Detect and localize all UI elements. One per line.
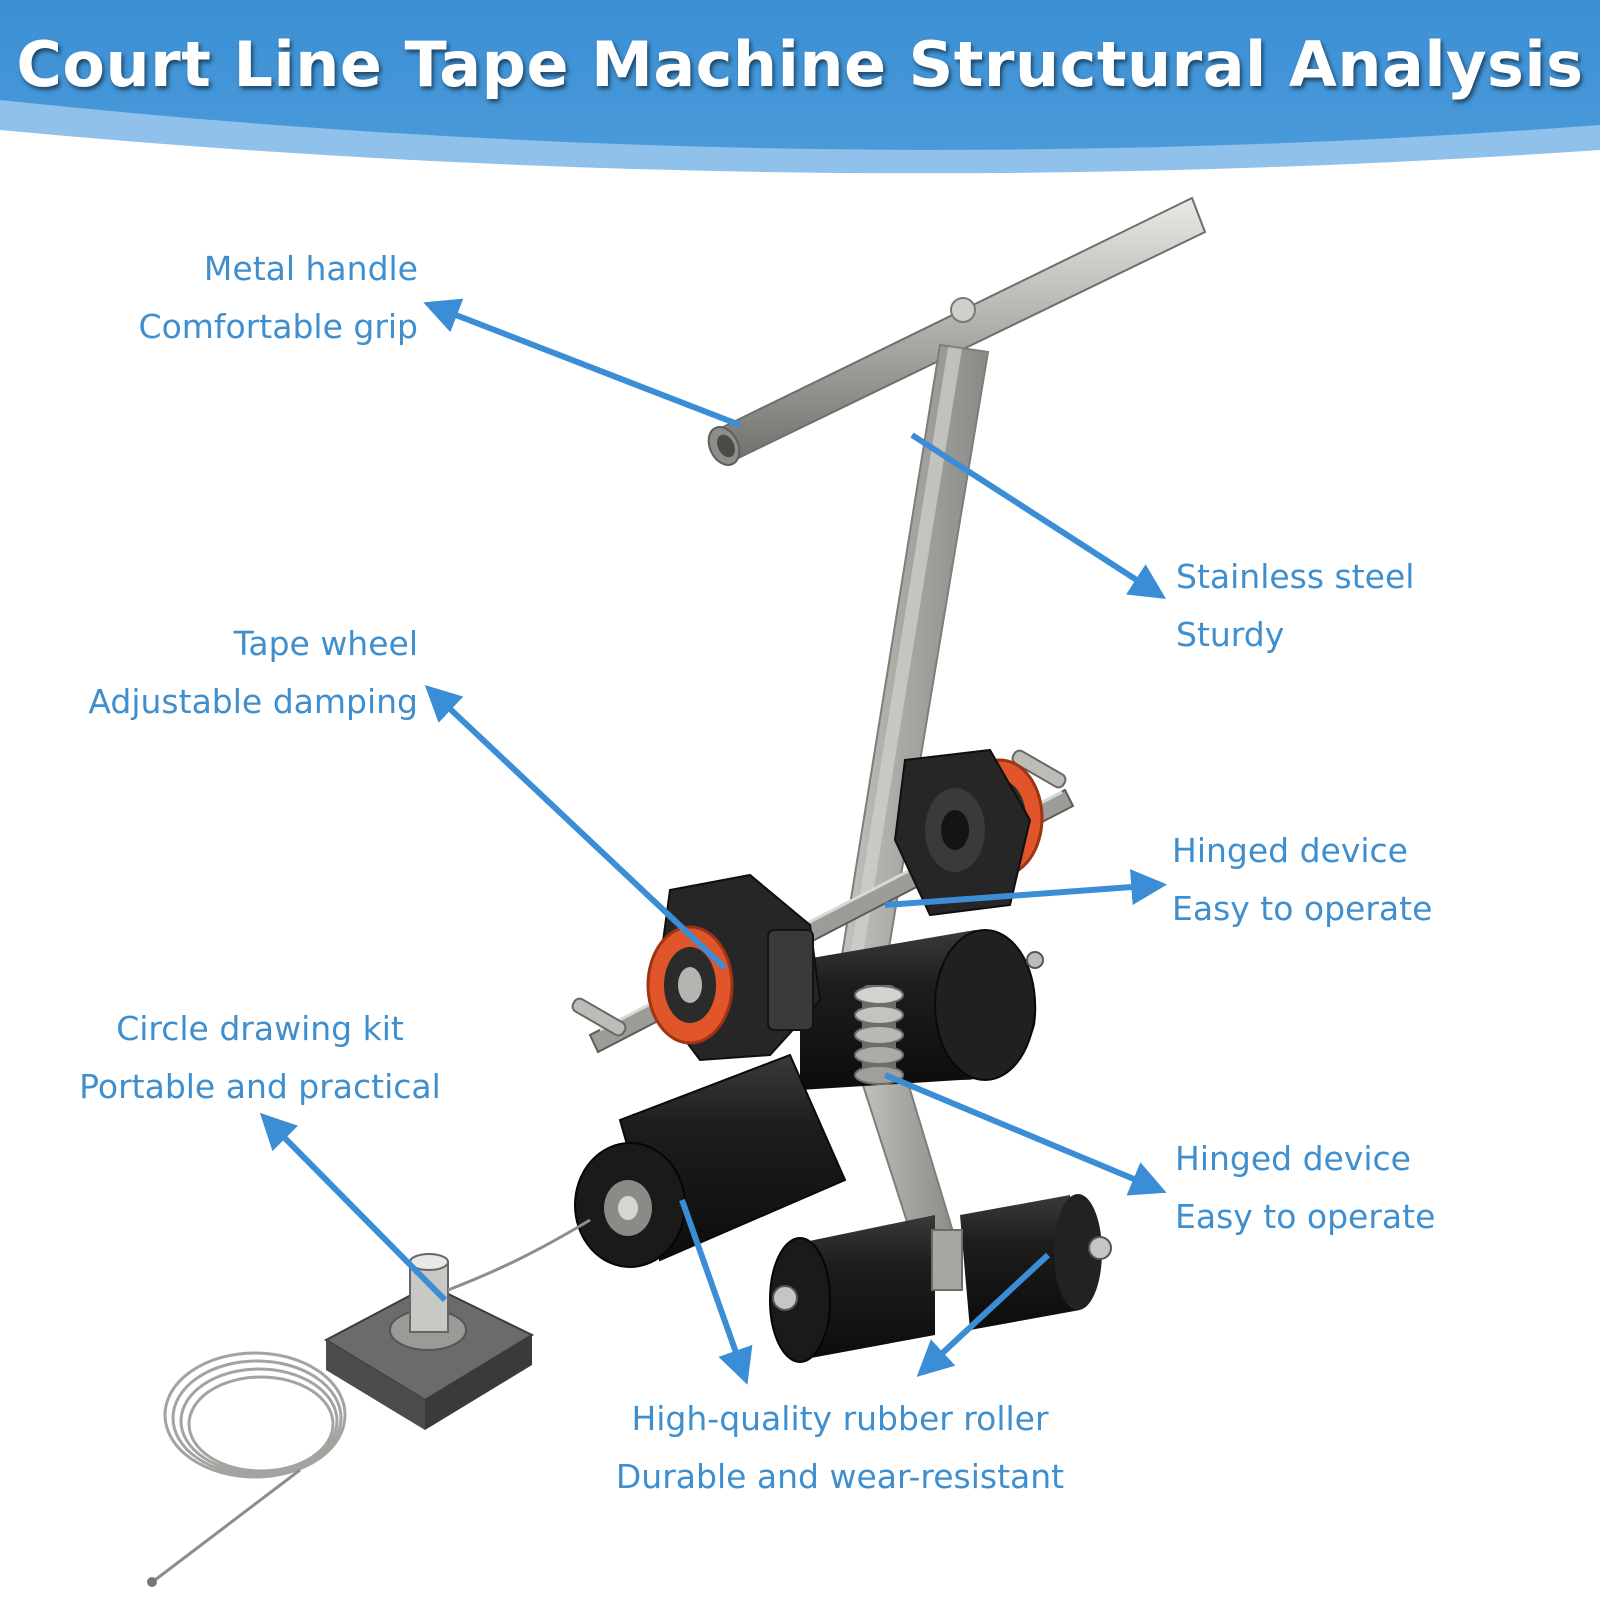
hinge-spring xyxy=(854,985,904,1085)
callout-hinged-device-lower: Hinged device Easy to operate xyxy=(1175,1130,1595,1246)
upper-tape-wheel xyxy=(893,748,1044,917)
callout-line1: Hinged device xyxy=(1175,1139,1411,1178)
arrow-hinged-device-upper xyxy=(884,869,1168,908)
callout-line2: Easy to operate xyxy=(1172,889,1433,928)
callout-line2: Easy to operate xyxy=(1175,1197,1436,1236)
callout-circle-drawing-kit: Circle drawing kit Portable and practica… xyxy=(40,1000,480,1116)
metal-handle xyxy=(707,196,1207,466)
callout-line2: Sturdy xyxy=(1176,615,1285,654)
callout-line2: Durable and wear-resistant xyxy=(615,1457,1065,1496)
callout-line2: Portable and practical xyxy=(79,1067,441,1106)
callout-line2: Comfortable grip xyxy=(138,307,418,346)
arrow-circle-drawing-kit xyxy=(259,1112,448,1303)
arrow-stainless-steel xyxy=(910,432,1167,599)
rear-rubber-roller xyxy=(800,929,1044,1090)
handle-bolt xyxy=(950,297,976,323)
lower-tape-wheel xyxy=(646,873,822,1062)
arrow-rubber-roller-right xyxy=(916,1252,1051,1377)
arrow-rubber-roller-left xyxy=(679,1198,753,1385)
callout-line1: Hinged device xyxy=(1172,831,1408,870)
callout-line1: Circle drawing kit xyxy=(116,1009,404,1048)
callout-line1: Metal handle xyxy=(203,249,418,288)
arrow-hinged-device-lower xyxy=(883,1072,1167,1196)
callout-metal-handle: Metal handle Comfortable grip xyxy=(60,240,418,356)
callout-arrows xyxy=(259,298,1168,1385)
callout-line1: Tape wheel xyxy=(233,624,418,663)
tape-machine-illustration xyxy=(147,196,1207,1587)
callout-line2: Adjustable damping xyxy=(88,682,418,721)
banner-main xyxy=(0,0,1600,150)
circle-drawing-kit xyxy=(147,1218,591,1587)
arrow-tape-wheel xyxy=(424,685,728,971)
callout-tape-wheel: Tape wheel Adjustable damping xyxy=(40,615,418,731)
arrow-metal-handle xyxy=(423,298,742,428)
small-twin-rollers xyxy=(769,1194,1112,1363)
title-banner xyxy=(0,0,1600,174)
callout-hinged-device-upper: Hinged device Easy to operate xyxy=(1172,822,1592,938)
callout-line1: High-quality rubber roller xyxy=(631,1399,1049,1438)
page-title: Court Line Tape Machine Structural Analy… xyxy=(16,28,1584,101)
front-rubber-roller xyxy=(574,1053,847,1268)
callout-rubber-roller: High-quality rubber roller Durable and w… xyxy=(570,1390,1110,1506)
callout-line1: Stainless steel xyxy=(1176,557,1415,596)
callout-stainless-steel: Stainless steel Sturdy xyxy=(1176,548,1556,664)
